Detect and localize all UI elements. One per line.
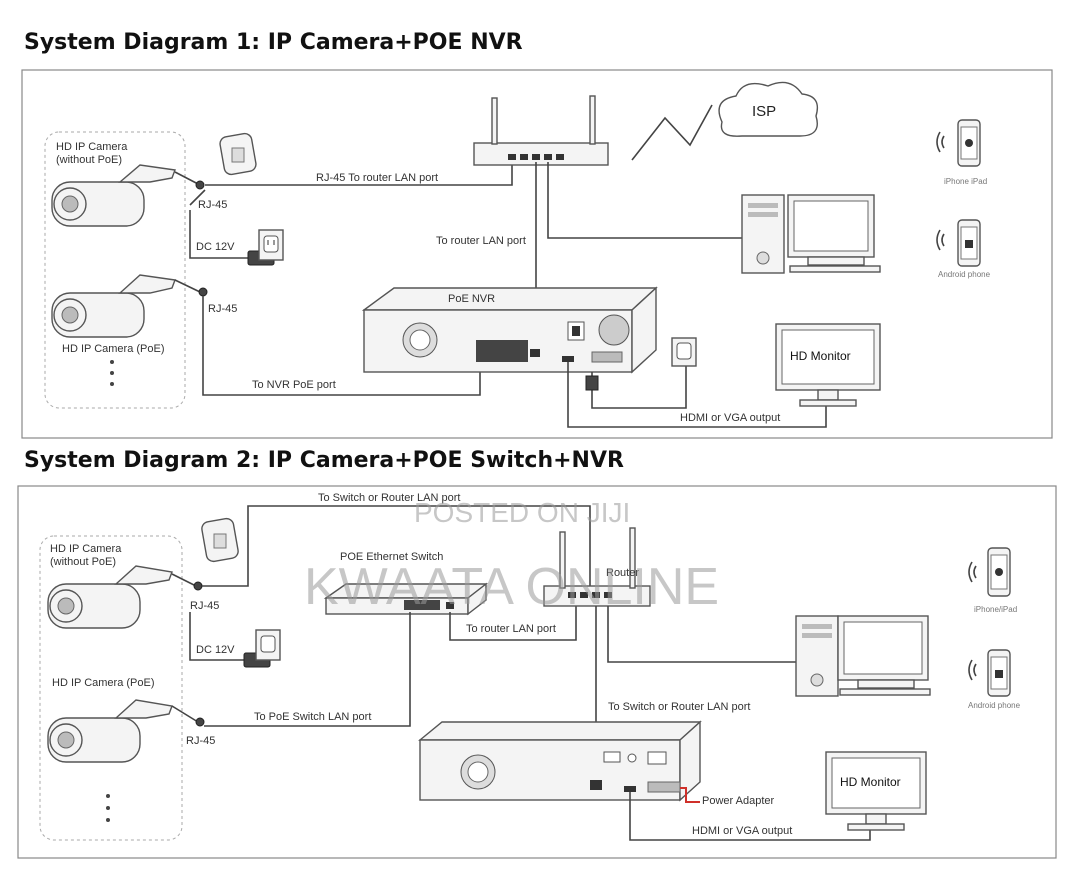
poe-nvr-icon (361, 286, 658, 374)
android-phone-icon (987, 649, 1011, 697)
ip-camera-icon (51, 274, 176, 338)
wifi-icon (936, 229, 945, 251)
diagram1-heading: System Diagram 1: IP Camera+POE NVR (24, 30, 523, 55)
rj45-to-router-label: RJ-45 To router LAN port (316, 172, 438, 184)
isp-label: ISP (752, 103, 776, 120)
to-switch-or-router-mid-label: To Switch or Router LAN port (608, 701, 750, 713)
android-phone-icon (957, 219, 981, 267)
camera-group-box (44, 131, 186, 409)
watermark-brand: KWAATA ONLINE (304, 558, 719, 616)
power-adapter-label: Power Adapter (702, 795, 774, 807)
camera-without-poe-label: HD IP Camera (56, 141, 128, 153)
rj45-label: RJ-45 (198, 199, 227, 211)
hd-monitor-icon (825, 751, 927, 831)
computer-icon (795, 615, 931, 697)
hdmi-vga-label: HDMI or VGA output (692, 825, 792, 837)
ip-camera-icon (47, 699, 173, 763)
watermark-posted-on: POSTED ON JIJI (414, 497, 630, 528)
rj45-label: RJ-45 (190, 600, 219, 612)
rj45-label: RJ-45 (208, 303, 237, 315)
power-outlet-icon (671, 337, 697, 367)
dc-12v-label: DC 12V (196, 241, 235, 253)
ip-camera-icon (51, 164, 176, 227)
android-phone-label: Android phone (968, 701, 1021, 710)
poe-nvr-label: PoE NVR (448, 293, 495, 305)
rj45-label: RJ-45 (186, 735, 215, 747)
plug-icon (585, 375, 599, 391)
diagram1-frame (21, 69, 1053, 439)
to-router-lan-label: To router LAN port (436, 235, 526, 247)
router-label: Router (606, 567, 639, 579)
isp-cloud-icon (718, 81, 819, 137)
poe-switch-icon (323, 582, 489, 616)
to-router-lan-label: To router LAN port (466, 623, 556, 635)
nvr-icon (418, 720, 702, 802)
router-icon (543, 527, 651, 607)
hd-monitor-label: HD Monitor (840, 775, 901, 789)
iphone-ipad-label: iPhone/iPad (974, 605, 1017, 614)
iphone-icon (987, 547, 1011, 597)
android-phone-label: Android phone (938, 270, 991, 279)
power-adapter-line (680, 787, 700, 803)
more-dots-icon (110, 360, 114, 386)
wifi-icon (968, 659, 977, 681)
wifi-icon (936, 131, 945, 153)
dc-12v-label: DC 12V (196, 644, 235, 656)
camera-without-poe-label: HD IP Camera (50, 543, 122, 555)
camera-poe-label: HD IP Camera (PoE) (52, 677, 155, 689)
iphone-ipad-label: iPhone iPad (944, 177, 987, 186)
power-outlet-icon (255, 629, 281, 661)
camera-without-poe-sublabel: (without PoE) (56, 154, 122, 166)
wireless-link-icon (631, 104, 713, 161)
poe-switch-label: POE Ethernet Switch (340, 551, 443, 563)
power-outlet-icon (258, 229, 284, 261)
camera-poe-label: HD IP Camera (PoE) (62, 343, 165, 355)
hd-monitor-label: HD Monitor (790, 349, 851, 363)
wifi-icon (968, 561, 977, 583)
iphone-icon (957, 119, 981, 167)
hd-monitor-icon (775, 323, 881, 407)
rj45-connector-icon (219, 132, 257, 176)
to-poe-switch-lan-label: To PoE Switch LAN port (254, 711, 371, 723)
diagram2-heading: System Diagram 2: IP Camera+POE Switch+N… (24, 448, 624, 473)
diagram1: HD IP Camera (without PoE) HD IP Camera … (21, 69, 1053, 439)
computer-icon (741, 194, 881, 274)
rj45-connector-icon (201, 517, 239, 563)
camera-without-poe-sublabel: (without PoE) (50, 556, 116, 568)
to-switch-or-router-top-label: To Switch or Router LAN port (318, 492, 460, 504)
camera-group-box (39, 535, 183, 841)
ip-camera-icon (47, 565, 173, 629)
diagram2: HD IP Camera (without PoE) HD IP Camera … (17, 485, 1057, 859)
router-icon (473, 95, 609, 166)
more-dots-icon (106, 794, 110, 822)
to-nvr-poe-port-label: To NVR PoE port (252, 379, 336, 391)
hdmi-vga-label: HDMI or VGA output (680, 412, 780, 424)
